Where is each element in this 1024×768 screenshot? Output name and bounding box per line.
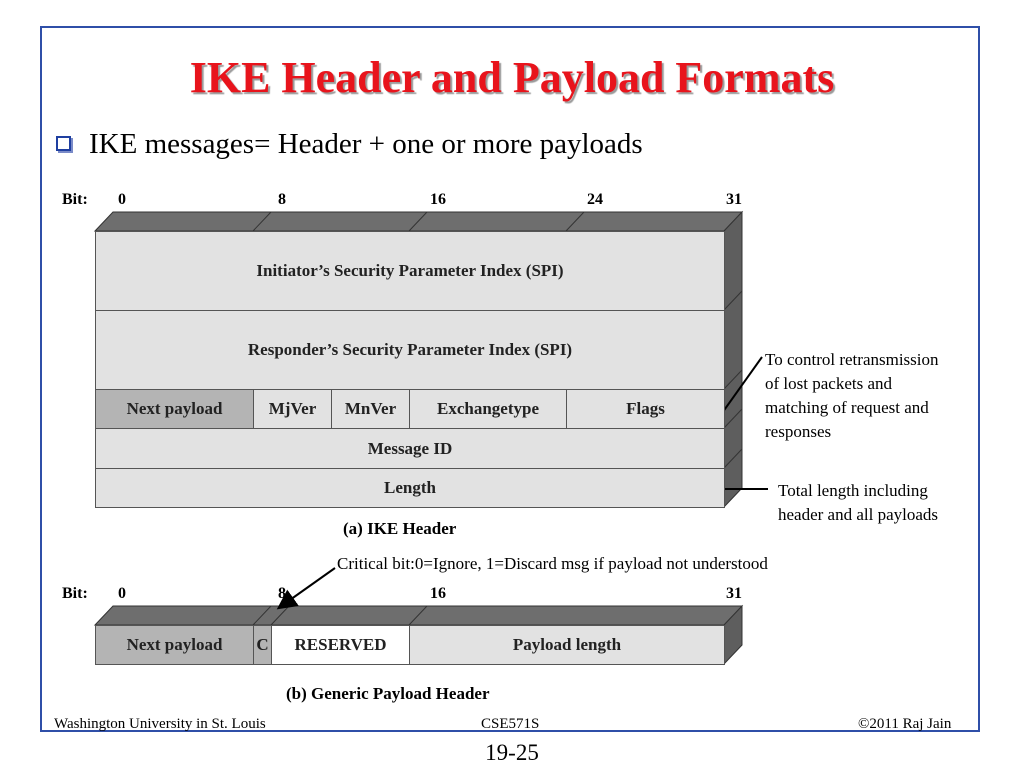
- ike-bit-0: 0: [118, 191, 126, 208]
- square-bullet-icon: [56, 135, 71, 151]
- top-face-divider: [252, 605, 272, 626]
- ike-bit-31: 31: [726, 191, 742, 208]
- note-line: To control retransmission: [765, 350, 939, 369]
- top-face-divider: [252, 211, 272, 232]
- top-face-divider: [565, 211, 585, 232]
- footer-course: CSE571S: [481, 716, 540, 732]
- ike-bit-label: Bit:: [62, 191, 88, 208]
- note-line: header and all payloads: [778, 505, 939, 524]
- bullet-item: IKE messages= Header + one or more paylo…: [56, 128, 643, 161]
- ike-bit-8: 8: [278, 191, 286, 208]
- payload-bit-label: Bit:: [62, 585, 88, 602]
- side-face-divider: [723, 290, 743, 311]
- side-face-divider: [723, 448, 743, 469]
- side-face-divider: [723, 408, 743, 429]
- top-face-divider: [408, 605, 428, 626]
- mjver-field: MjVer: [253, 389, 332, 429]
- message-id-field: Message ID: [95, 428, 725, 469]
- note-line: of lost packets and: [765, 374, 892, 393]
- top-face-divider: [408, 211, 428, 232]
- payload-header-caption: (b) Generic Payload Header: [286, 684, 490, 703]
- mnver-field: MnVer: [331, 389, 410, 429]
- note-line: Total length including: [778, 481, 928, 500]
- footer-institution: Washington University in St. Louis: [54, 716, 266, 732]
- ike-bit-24: 24: [587, 191, 603, 208]
- bullet-text: IKE messages= Header + one or more paylo…: [89, 128, 643, 160]
- length-field: Length: [95, 468, 725, 508]
- flags-field: Flags: [566, 389, 725, 429]
- payload-next-payload-field: Next payload: [95, 625, 254, 665]
- payload-bit-0: 0: [118, 585, 126, 602]
- payload-length-field: Payload length: [409, 625, 725, 665]
- exchangetype-field: Exchangetype: [409, 389, 567, 429]
- critical-bit-note: Critical bit:0=Ignore, 1=Discard msg if …: [337, 554, 768, 573]
- note-line: responses: [765, 422, 832, 441]
- critical-bit-arrow: [276, 567, 336, 610]
- ike-bit-16: 16: [430, 191, 446, 208]
- initiator-spi-field: Initiator’s Security Parameter Index (SP…: [95, 231, 725, 311]
- payload-bit-31: 31: [726, 585, 742, 602]
- slide-title: IKE Header and Payload Formats: [189, 53, 835, 102]
- ike-header-caption: (a) IKE Header: [343, 519, 457, 538]
- message-id-note: To control retransmission of lost packet…: [765, 348, 939, 444]
- next-payload-field: Next payload: [95, 389, 254, 429]
- payload-bit-16: 16: [430, 585, 446, 602]
- slide-frame: [40, 26, 980, 732]
- reserved-field: RESERVED: [271, 625, 410, 665]
- critical-bit-field: C: [253, 625, 272, 665]
- ike-header-side-face: [723, 210, 743, 509]
- length-note: Total length including header and all pa…: [778, 479, 938, 527]
- responder-spi-field: Responder’s Security Parameter Index (SP…: [95, 310, 725, 390]
- footer-copyright: ©2011 Raj Jain: [858, 716, 952, 732]
- note-line: matching of request and: [765, 398, 929, 417]
- payload-bit-8: 8: [278, 585, 286, 602]
- page-number: 19-25: [485, 740, 539, 765]
- side-face-divider: [723, 369, 743, 390]
